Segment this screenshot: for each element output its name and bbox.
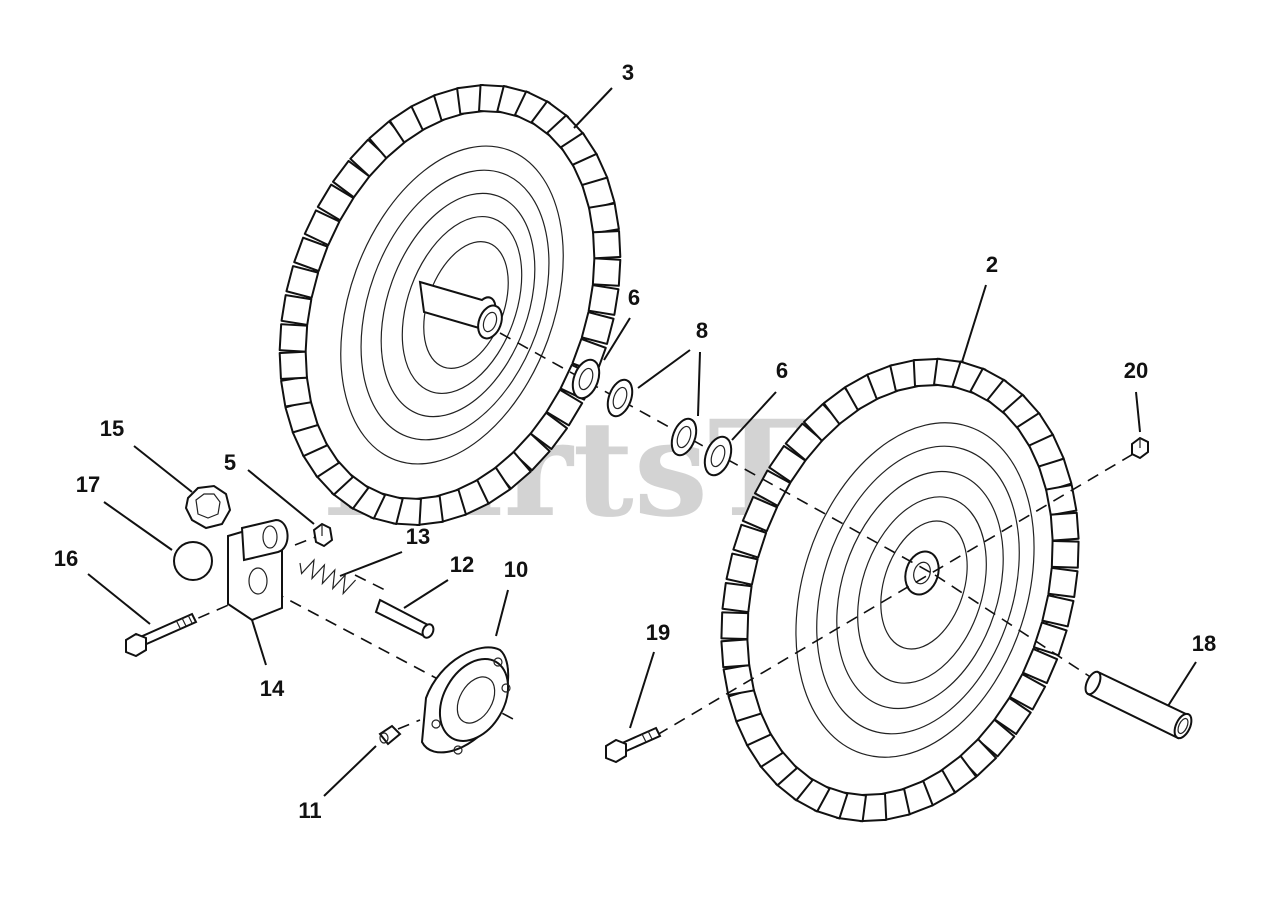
- bolt-16: [125, 612, 198, 658]
- wheel-right-tread-lug: [1021, 647, 1059, 685]
- knob-15: [184, 484, 232, 530]
- wheel-left-tread-lug: [285, 265, 320, 299]
- wheel-right-tread-lug: [725, 552, 759, 586]
- wheel-right-tread-lug: [720, 638, 751, 669]
- wheel-right-rim-ring: [857, 496, 987, 684]
- washer-8: [606, 378, 634, 418]
- wheel-right-rim-outer: [795, 422, 1035, 758]
- wheel-left-tread-lug: [280, 294, 313, 326]
- callout-2: 2: [986, 252, 998, 277]
- wheel-right-tread-lug: [741, 495, 779, 533]
- wheel-left-rim-ring: [401, 215, 523, 395]
- callout-14: 14: [260, 676, 285, 701]
- wheel-left-tread-lug: [580, 311, 615, 345]
- wheel-right-tread: [720, 357, 1080, 823]
- ball-17: [173, 541, 213, 581]
- callout-16: 16: [54, 546, 78, 571]
- callout-20: 20: [1124, 358, 1148, 383]
- wheel-right-tread-lug: [1008, 673, 1047, 711]
- wheel-right-rim-ring: [880, 520, 968, 650]
- wheel-right-tread-lug: [1049, 511, 1080, 542]
- wheel-left-tread-lug: [293, 236, 329, 273]
- spring-13: [299, 558, 357, 596]
- wheel-right-rim-ring: [816, 445, 1020, 735]
- wheel-left-tread-lug: [280, 375, 312, 408]
- wheel-left-tread-lug: [332, 159, 371, 199]
- wheel-left-tread-lug: [545, 388, 584, 427]
- wheel-right-hub-bore: [913, 561, 931, 585]
- washer-8-second: [670, 417, 698, 457]
- wheel-left-rim-outer: [340, 145, 564, 465]
- callout-10: 10: [504, 557, 528, 582]
- wheel-left-tread-lug: [278, 323, 309, 353]
- wheel-right-tread-lug: [721, 581, 753, 614]
- wheel-left-tread-lug: [591, 257, 622, 287]
- axle-tube-18: [1084, 670, 1193, 740]
- callout-11: 11: [298, 798, 321, 823]
- nut-5: [312, 522, 334, 548]
- callout-18: 18: [1192, 631, 1216, 656]
- wheel-left-tread-lug: [529, 411, 568, 451]
- wheel-left-rim-ring: [360, 169, 550, 441]
- wheel-right-tread-lug: [1041, 594, 1075, 628]
- callout-labels: 3 2 6 8 6 20 15 5 17 13 16 12 10 14 11 1…: [54, 60, 1216, 823]
- leader-lines: [87, 87, 1197, 797]
- wheel-left-tread-lug: [592, 230, 622, 260]
- callout-3: 3: [622, 60, 634, 85]
- wheel-left-tread-lug: [587, 284, 620, 316]
- wheel-left-tread-lug: [316, 183, 355, 222]
- wheel-left-tread-lug: [303, 209, 341, 247]
- pin-12: [374, 598, 435, 639]
- callout-5: 5: [224, 450, 236, 475]
- wheel-left-axle-end: [477, 304, 503, 340]
- callout-13: 13: [406, 524, 430, 549]
- callout-17: 17: [76, 472, 100, 497]
- callout-6-left: 6: [628, 285, 640, 310]
- callout-15: 15: [100, 416, 124, 441]
- wheel-right-tread-lug: [1047, 566, 1079, 599]
- wheel-left-rim-ring: [380, 192, 536, 418]
- hub-flange-10: [420, 646, 511, 755]
- setscrew-11: [378, 724, 402, 746]
- bolt-19: [605, 726, 662, 764]
- wheel-right-tread-lug: [1032, 621, 1068, 657]
- washer-6-left: [571, 358, 601, 400]
- callout-8: 8: [696, 318, 708, 343]
- nut-20: [1131, 436, 1149, 460]
- wheel-right: [720, 357, 1080, 823]
- wheel-left-axle-bore: [482, 311, 498, 333]
- wheel-right-tread-lug: [768, 444, 807, 484]
- callout-12: 12: [450, 552, 474, 577]
- wheel-right-hub: [904, 550, 940, 596]
- callout-6-right: 6: [776, 358, 788, 383]
- wheel-right-tread-lug: [732, 523, 768, 559]
- callout-19: 19: [646, 620, 670, 645]
- wheel-right-tread-lug: [1050, 539, 1080, 569]
- wheel-right-tread-lug: [993, 696, 1032, 736]
- wheel-left-tread-lug: [588, 202, 620, 235]
- wheel-left-tread-lug: [278, 350, 308, 380]
- washer-6-right: [703, 435, 733, 477]
- bracket-14: [227, 518, 289, 622]
- wheel-right-tread-lug: [720, 611, 750, 641]
